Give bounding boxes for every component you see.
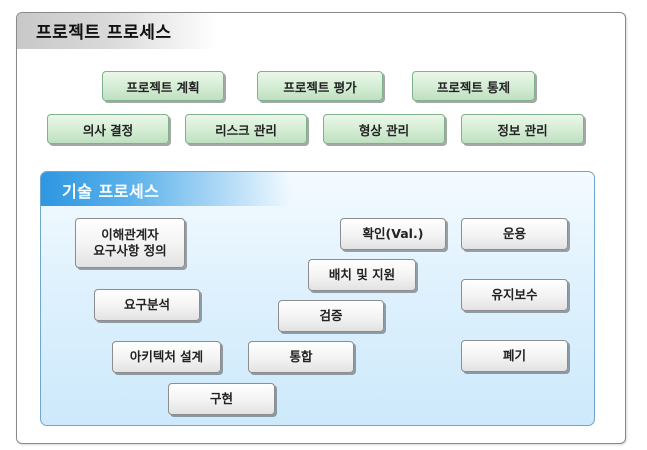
- project-planning-box: 프로젝트 계획: [102, 71, 224, 101]
- configuration-management-label: 형상 관리: [358, 122, 410, 138]
- information-management-label: 정보 관리: [497, 122, 548, 138]
- implementation-box: 구현: [168, 383, 275, 415]
- project-planning-label: 프로젝트 계획: [126, 79, 200, 95]
- maintenance-box: 유지보수: [461, 279, 568, 311]
- risk-management-label: 리스크 관리: [215, 122, 277, 138]
- stakeholder-requirements-line2: 요구사항 정의: [93, 243, 167, 258]
- verification-label: 검증: [319, 308, 343, 323]
- operation-label: 운용: [502, 226, 526, 241]
- integration-label: 통합: [289, 349, 313, 364]
- stakeholder-requirements-line1: 이해관계자: [101, 227, 159, 242]
- stakeholder-requirements-box: 이해관계자 요구사항 정의: [75, 218, 185, 268]
- project-assessment-label: 프로젝트 평가: [283, 79, 357, 95]
- validation-box: 확인(Val.): [340, 218, 446, 250]
- information-management-box: 정보 관리: [461, 114, 584, 144]
- operation-box: 운용: [461, 218, 568, 250]
- decision-making-label: 의사 결정: [82, 122, 134, 138]
- maintenance-label: 유지보수: [491, 287, 538, 302]
- project-process-title: 프로젝트 프로세스: [36, 23, 172, 43]
- disposal-box: 폐기: [461, 340, 568, 372]
- integration-box: 통합: [248, 341, 354, 373]
- project-control-box: 프로젝트 통제: [412, 71, 535, 101]
- disposal-label: 폐기: [502, 348, 526, 363]
- transition-label: 배치 및 지원: [328, 267, 396, 282]
- validation-label: 확인(Val.): [362, 226, 424, 241]
- architecture-design-label: 아키텍처 설계: [129, 349, 204, 364]
- decision-making-box: 의사 결정: [47, 114, 169, 144]
- project-control-label: 프로젝트 통제: [436, 79, 511, 95]
- architecture-design-box: 아키텍처 설계: [112, 341, 221, 373]
- transition-box: 배치 및 지원: [308, 259, 416, 291]
- risk-management-box: 리스크 관리: [185, 114, 307, 144]
- verification-box: 검증: [278, 300, 384, 332]
- implementation-label: 구현: [209, 391, 233, 406]
- requirements-analysis-label: 요구분석: [123, 297, 170, 312]
- project-process-header: [17, 13, 217, 49]
- requirements-analysis-box: 요구분석: [94, 289, 200, 321]
- technical-process-header: [41, 172, 291, 206]
- project-assessment-box: 프로젝트 평가: [257, 71, 383, 101]
- technical-process-title: 기술 프로세스: [62, 182, 160, 201]
- configuration-management-box: 형상 관리: [323, 114, 445, 144]
